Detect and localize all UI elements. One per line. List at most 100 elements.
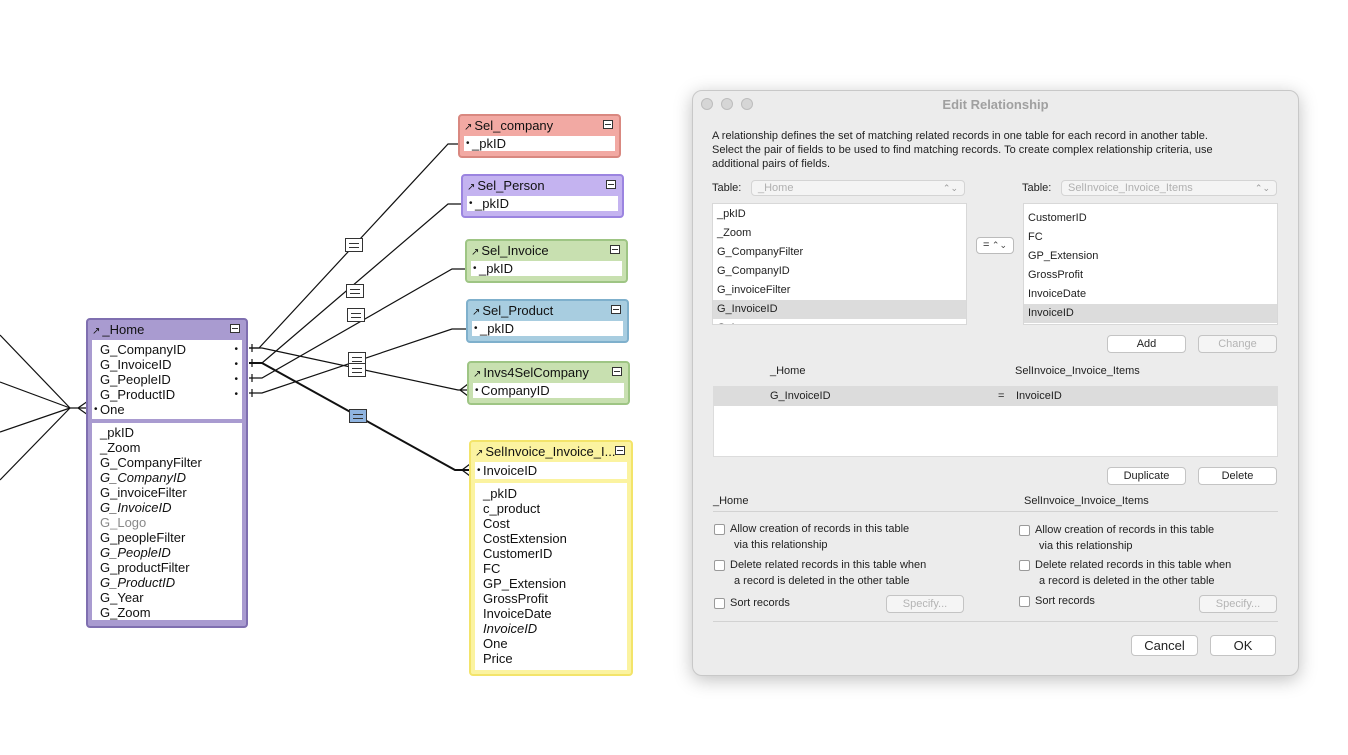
table-sel-invoice[interactable]: ↗Sel_Invoice _pkID	[465, 239, 628, 283]
table-sel-person[interactable]: ↗Sel_Person _pkID	[461, 174, 624, 218]
table-home[interactable]: ↗_Home G_CompanyID•G_InvoiceID•G_PeopleI…	[86, 318, 248, 628]
field-pkid[interactable]: _pkID	[464, 136, 615, 151]
table-field[interactable]: G_CompanyID	[100, 470, 186, 485]
relationship-icon[interactable]	[345, 238, 363, 252]
collapse-icon[interactable]	[606, 180, 616, 189]
sort-records-left-checkbox[interactable]	[714, 598, 725, 609]
table-field[interactable]: FC	[483, 561, 501, 576]
cancel-button[interactable]: Cancel	[1131, 635, 1198, 656]
table-field[interactable]: G_Logo	[100, 515, 147, 530]
sort-records-right-checkbox[interactable]	[1019, 596, 1030, 607]
table-field[interactable]: _Zoom	[100, 440, 141, 455]
specify-right-button[interactable]: Specify...	[1199, 595, 1277, 613]
close-window-button[interactable]	[701, 98, 713, 110]
table-field[interactable]: InvoiceDate	[483, 606, 552, 621]
left-field-item[interactable]: _pkID	[717, 208, 746, 220]
table-selinvoice-items[interactable]: ↗SelInvoice_Invoice_I... InvoiceID _pkID…	[469, 440, 633, 676]
duplicate-button[interactable]: Duplicate	[1107, 467, 1186, 485]
table-sel-product[interactable]: ↗Sel_Product _pkID	[466, 299, 629, 343]
table-field[interactable]: One	[483, 636, 508, 651]
allow-creation-right-checkbox[interactable]	[1019, 525, 1030, 536]
table-field[interactable]: One	[92, 402, 242, 417]
table-field[interactable]: GrossProfit	[483, 591, 549, 606]
table-field[interactable]: G_ProductID•	[100, 387, 238, 402]
field-pkid[interactable]: _pkID	[471, 261, 622, 276]
relationship-icon[interactable]	[347, 308, 365, 322]
table-field[interactable]: _pkID	[100, 425, 134, 440]
delete-related-left-checkbox[interactable]	[714, 560, 725, 571]
specify-left-button[interactable]: Specify...	[886, 595, 964, 613]
table-field[interactable]: G_Year	[100, 590, 144, 605]
table-field[interactable]: G_CompanyID•	[100, 342, 238, 357]
delete-related-right-checkbox[interactable]	[1019, 560, 1030, 571]
right-field-item[interactable]: GP_Extension	[1028, 250, 1099, 262]
table-title[interactable]: ↗_Home	[88, 320, 246, 340]
table-title[interactable]: ↗Sel_company	[460, 116, 619, 136]
table-field[interactable]: Price	[483, 651, 513, 666]
table-field[interactable]: CostExtension	[483, 531, 567, 546]
right-table-select[interactable]: SelInvoice_Invoice_Items⌃⌄	[1061, 180, 1277, 196]
collapse-icon[interactable]	[230, 324, 240, 333]
ok-button[interactable]: OK	[1210, 635, 1276, 656]
table-field[interactable]: G_InvoiceID•	[100, 357, 238, 372]
zoom-window-button[interactable]	[741, 98, 753, 110]
collapse-icon[interactable]	[603, 120, 613, 129]
change-button[interactable]: Change	[1198, 335, 1277, 353]
right-field-item[interactable]: FC	[1028, 231, 1043, 243]
field-pkid[interactable]: _pkID	[467, 196, 618, 211]
table-field[interactable]: G_CompanyFilter	[100, 455, 202, 470]
field-companyid[interactable]: CompanyID	[473, 383, 624, 398]
table-field[interactable]: GP_Extension	[483, 576, 567, 591]
left-field-item[interactable]: G_CompanyFilter	[717, 246, 804, 258]
table-field[interactable]: G_productFilter	[100, 560, 190, 575]
table-field[interactable]: G_invoiceFilter	[100, 485, 187, 500]
left-field-item[interactable]: G_CompanyID	[717, 265, 790, 277]
table-title[interactable]: ↗Sel_Product	[468, 301, 627, 321]
table-title[interactable]: ↗Sel_Invoice	[467, 241, 626, 261]
table-field[interactable]: InvoiceID	[483, 621, 538, 636]
table-title[interactable]: ↗SelInvoice_Invoice_I...	[471, 442, 631, 462]
table-field[interactable]: G_peopleFilter	[100, 530, 186, 545]
left-field-item[interactable]: _Zoom	[717, 227, 752, 239]
criteria-row[interactable]: G_InvoiceID = InvoiceID	[714, 387, 1277, 406]
table-field[interactable]: Cost	[483, 516, 510, 531]
left-field-item[interactable]: G_InvoiceID	[713, 300, 966, 319]
table-field[interactable]: G_ProductID	[100, 575, 176, 590]
field-pkid[interactable]: _pkID	[472, 321, 623, 336]
right-field-item[interactable]: CustomerID	[1028, 212, 1087, 224]
table-invs4selcompany[interactable]: ↗Invs4SelCompany CompanyID	[467, 361, 630, 405]
collapse-icon[interactable]	[612, 367, 622, 376]
left-field-item[interactable]: G_invoiceFilter	[717, 284, 791, 296]
collapse-icon[interactable]	[610, 245, 620, 254]
relationship-icon-selected[interactable]	[349, 409, 367, 423]
operator-select[interactable]: =⌃⌄	[976, 237, 1014, 254]
minimize-window-button[interactable]	[721, 98, 733, 110]
relationship-icon[interactable]	[346, 284, 364, 298]
add-button[interactable]: Add	[1107, 335, 1186, 353]
delete-button[interactable]: Delete	[1198, 467, 1277, 485]
table-sel-company[interactable]: ↗Sel_company _pkID	[458, 114, 621, 158]
allow-creation-left-checkbox[interactable]	[714, 524, 725, 535]
right-field-item[interactable]: InvoiceDate	[1028, 288, 1087, 300]
table-field[interactable]: G_InvoiceID	[100, 500, 172, 515]
table-field[interactable]: c_product	[483, 501, 541, 516]
collapse-icon[interactable]	[611, 305, 621, 314]
right-field-item[interactable]: GrossProfit	[1028, 269, 1084, 281]
table-field[interactable]: CustomerID	[483, 546, 553, 561]
table-field[interactable]: _pkID	[483, 486, 517, 501]
relationship-icon[interactable]	[348, 363, 366, 377]
table-field[interactable]: G_PeopleID	[100, 545, 171, 560]
right-field-item[interactable]: InvoiceID	[1024, 304, 1277, 323]
left-field-item[interactable]: G_Logo	[713, 319, 966, 324]
left-table-select[interactable]: _Home⌃⌄	[751, 180, 965, 196]
field-invoiceid[interactable]: InvoiceID	[475, 463, 627, 478]
criteria-list[interactable]: G_InvoiceID = InvoiceID	[713, 386, 1278, 457]
table-field[interactable]: G_PeopleID•	[100, 372, 238, 387]
table-title[interactable]: ↗Sel_Person	[463, 176, 622, 196]
collapse-icon[interactable]	[615, 446, 625, 455]
table-field[interactable]: G_Zoom	[100, 605, 151, 620]
table-title[interactable]: ↗Invs4SelCompany	[469, 363, 628, 383]
